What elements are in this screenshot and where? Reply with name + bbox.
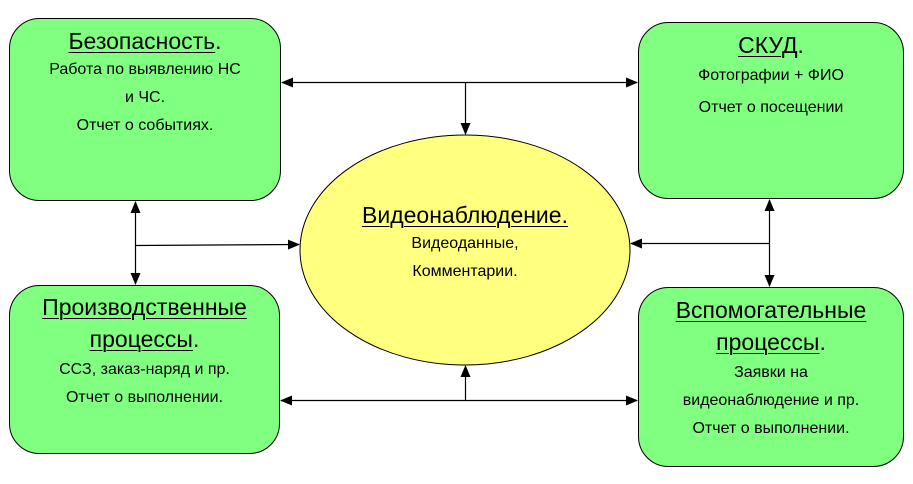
production-title-1: Производственные	[42, 292, 247, 322]
skud-node: СКУД. Фотографии + ФИО Отчет о посещении	[638, 30, 904, 124]
skud-box	[638, 22, 904, 199]
auxiliary-line-2: видеонаблюдение и пр.	[682, 392, 860, 409]
arrow-left-to-video	[134, 239, 300, 250]
auxiliary-box	[638, 287, 904, 467]
auxiliary-title-1-text: Вспомогательные	[675, 297, 867, 323]
video-node: Видеонаблюдение. Видеоданные, Комментари…	[300, 200, 630, 286]
security-title-text: Безопасность	[68, 28, 216, 54]
video-title: Видеонаблюдение.	[362, 200, 568, 230]
security-line-3: Отчет о событиях.	[76, 117, 214, 134]
security-line-2: и ЧС.	[124, 89, 166, 106]
production-title-1-text: Производственные	[42, 294, 247, 320]
auxiliary-line-3: Отчет о выполнении.	[692, 420, 850, 437]
security-node: Безопасность. Работа по выявлению НС и Ч…	[9, 26, 281, 140]
auxiliary-title-2: процессы.	[716, 325, 826, 359]
production-title-2: процессы.	[90, 322, 200, 356]
production-title-suffix: .	[192, 326, 200, 352]
security-title: Безопасность.	[68, 26, 221, 56]
security-box	[9, 18, 281, 201]
production-node: Производственные процессы. ССЗ, заказ-на…	[9, 292, 280, 412]
security-title-suffix: .	[215, 28, 222, 54]
production-title-2-text: процессы	[89, 326, 193, 352]
auxiliary-title-1: Вспомогательные	[676, 295, 867, 325]
skud-line-2: Отчет о посещении	[698, 99, 844, 116]
security-line-1: Работа по выявлению НС	[49, 61, 241, 78]
auxiliary-title-2-text: процессы	[716, 329, 820, 355]
skud-title: СКУД.	[738, 30, 804, 60]
production-box	[9, 285, 280, 454]
skud-title-suffix: .	[797, 32, 804, 58]
skud-line-1: Фотографии + ФИО	[698, 67, 844, 84]
production-line-2: Отчет о выполнении.	[65, 389, 224, 406]
video-line-2: Комментарии.	[412, 263, 518, 280]
video-line-1: Видеоданные,	[411, 235, 519, 252]
production-line-1: ССЗ, заказ-наряд и пр.	[59, 361, 230, 378]
skud-title-text: СКУД	[738, 32, 798, 58]
auxiliary-title-suffix: .	[819, 329, 826, 355]
video-title-text: Видеонаблюдение.	[362, 202, 568, 228]
auxiliary-node: Вспомогательные процессы. Заявки на виде…	[638, 295, 904, 443]
auxiliary-line-1: Заявки на	[734, 364, 808, 381]
